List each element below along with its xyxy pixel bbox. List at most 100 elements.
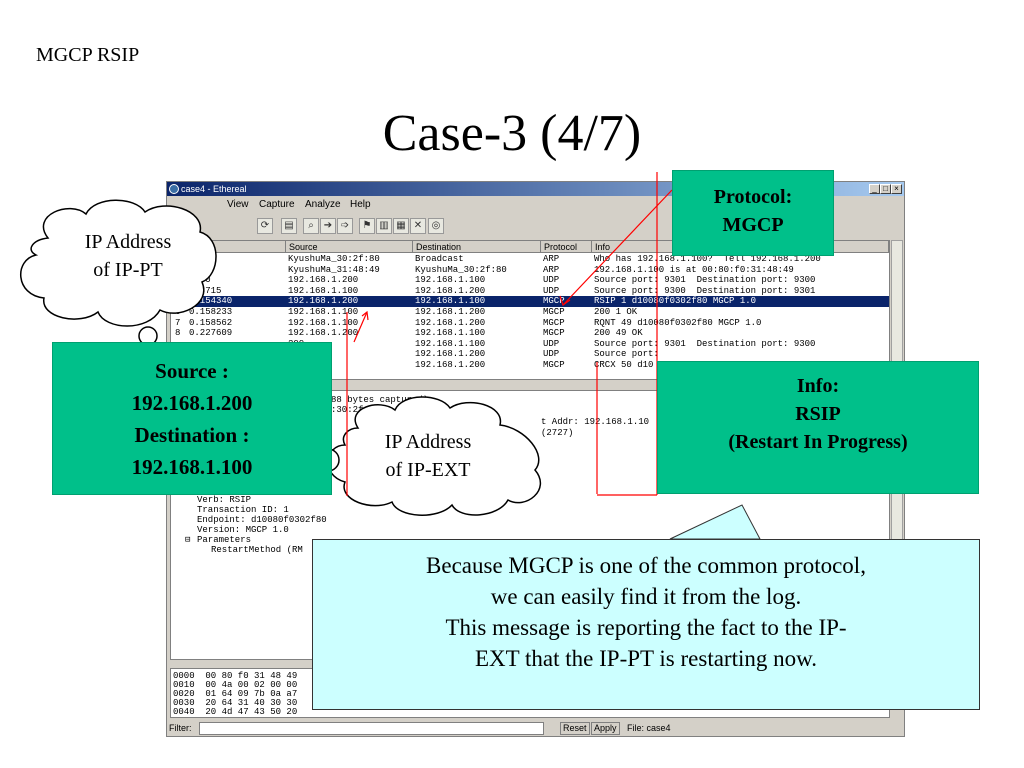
filter-label: Filter: <box>169 723 192 733</box>
file-status: File: case4 <box>627 723 671 733</box>
coloring-icon[interactable]: ▦ <box>393 218 409 234</box>
preferences-icon[interactable]: ✕ <box>410 218 426 234</box>
detail-verb[interactable]: Verb: RSIP <box>197 495 252 505</box>
slide-title: Case-3 (4/7) <box>382 105 642 162</box>
reload-icon[interactable]: ⟳ <box>257 218 273 234</box>
packet-cell-source: 192.168.1.100 <box>288 285 359 296</box>
packet-cell-destination: 192.168.1.200 <box>415 349 486 360</box>
packet-cell-info: RSIP 1 d10080f0302f80 MGCP 1.0 <box>594 296 757 307</box>
cloud-ip-pt-line1: IP Address <box>84 231 172 253</box>
packet-cell-destination: 192.168.1.100 <box>415 328 486 339</box>
packet-cell-source: 192.168.1.200 <box>288 296 359 307</box>
packet-cell-protocol: MGCP <box>543 307 565 317</box>
menubar: View Capture Analyze Help <box>167 197 904 213</box>
goto-icon[interactable]: ➩ <box>337 218 353 234</box>
packet-cell-source: KyushuMa_30:2f:80 <box>288 254 380 264</box>
packet-cell-protocol: ARP <box>543 254 560 264</box>
find-icon[interactable]: ⌕ <box>303 218 319 234</box>
packet-cell-destination: 192.168.1.200 <box>415 360 486 370</box>
packet-cell-protocol: UDP <box>543 275 560 286</box>
packet-cell-no: 7 <box>175 317 181 328</box>
packet-cell-time: 0.227609 <box>189 328 233 339</box>
source-destination-callout: Source : 192.168.1.200 Destination : 192… <box>52 342 332 495</box>
packet-cell-protocol: MGCP <box>543 360 565 370</box>
packet-cell-source: 192.168.1.200 <box>288 328 359 339</box>
packet-cell-destination: KyushuMa_30:2f:80 <box>415 264 507 275</box>
packet-cell-protocol: UDP <box>543 285 560 296</box>
red-arrows <box>346 172 673 496</box>
detail-line: 88 bytes captured) <box>331 395 429 405</box>
packet-cell-info: 192.168.1.100 is at 00:80:f0:31:48:49 <box>594 264 794 275</box>
menu-help[interactable]: Help <box>350 199 371 210</box>
next-icon[interactable]: ➔ <box>320 218 336 234</box>
packet-cell-info: Source port: <box>594 349 659 360</box>
packet-cell-info: Source port: 9301 Destination port: 9300 <box>594 338 816 349</box>
packet-cell-time: 0.158562 <box>189 317 233 328</box>
detail-endpoint[interactable]: Endpoint: d10080f0302f80 <box>197 515 327 525</box>
info-callout: Info: RSIP (Restart In Progress) <box>657 361 979 494</box>
packet-cell-destination: 192.168.1.100 <box>415 275 486 286</box>
maximize-button[interactable]: □ <box>880 184 891 194</box>
detail-parameters[interactable]: Parameters <box>197 535 252 545</box>
close-button[interactable]: × <box>891 184 902 194</box>
display-icon[interactable]: ▥ <box>376 218 392 234</box>
column-header-destination[interactable]: Destination <box>413 241 541 253</box>
destination-label: Destination : <box>134 423 250 447</box>
detail-transaction-id[interactable]: Transaction ID: 1 <box>197 505 289 515</box>
column-header-protocol[interactable]: Protocol <box>541 241 592 253</box>
packet-cell-source: 192.168.1.100 <box>288 307 359 317</box>
explanation-note: Because MGCP is one of the common protoc… <box>312 539 980 710</box>
destination-value: 192.168.1.100 <box>131 455 253 479</box>
detail-line: :30:2f:80 <box>331 405 380 415</box>
menu-capture[interactable]: Capture <box>259 199 295 210</box>
collapse-icon[interactable]: ⊟ <box>185 535 191 545</box>
packet-cell-info: Source port: 9300 Destination port: 9301 <box>594 285 816 296</box>
reset-button[interactable]: Reset <box>560 722 590 735</box>
print-icon[interactable]: ▤ <box>281 218 297 234</box>
menu-analyze[interactable]: Analyze <box>305 199 341 210</box>
packet-cell-info: Who has 192.168.1.100? Tell 192.168.1.20… <box>594 254 821 264</box>
detail-version[interactable]: Version: MGCP 1.0 <box>197 525 289 535</box>
packet-cell-protocol: ARP <box>543 264 560 275</box>
packet-cell-protocol: MGCP <box>543 296 565 307</box>
packet-cell-info: Source port: 9301 Destination port: 9300 <box>594 275 816 286</box>
packet-cell-time: 0.158233 <box>189 307 233 317</box>
cloud-ip-ext-line1: IP Address <box>384 431 472 453</box>
minimize-button[interactable]: _ <box>869 184 880 194</box>
column-header-source[interactable]: Source <box>286 241 413 253</box>
ethereal-icon <box>169 184 179 194</box>
packet-cell-protocol: MGCP <box>543 317 565 328</box>
packet-row[interactable]: 8 0.227609 192.168.1.200 192.168.1.100 MGCP 2… <box>171 328 889 339</box>
help-icon[interactable]: ◎ <box>428 218 444 234</box>
packet-cell-protocol: MGCP <box>543 328 565 339</box>
hex-line: 0040 20 4d 47 43 50 20 <box>173 707 298 717</box>
hex-line: 0030 20 64 31 40 30 30 <box>173 698 298 708</box>
packet-cell-info: 200 49 OK <box>594 328 643 339</box>
packet-cell-destination: 192.168.1.100 <box>415 338 486 349</box>
slide-header: MGCP RSIP <box>36 44 140 66</box>
cloud-ip-ext: IP Address of IP-EXT <box>348 428 508 484</box>
info-callout-line2: RSIP <box>795 403 841 425</box>
detail-restart-method[interactable]: RestartMethod (RM <box>211 545 303 555</box>
filter-input[interactable] <box>199 722 544 735</box>
packet-cell-protocol: UDP <box>543 349 560 360</box>
detail-line: t Addr: 192.168.1.10 <box>541 417 650 427</box>
info-callout-pointer <box>669 504 761 540</box>
packet-cell-no: 8 <box>175 328 181 339</box>
menu-view[interactable]: View <box>227 199 249 210</box>
apply-button[interactable]: Apply <box>591 722 620 735</box>
statusbar: Filter: Reset Apply File: case4 <box>167 721 904 736</box>
packet-cell-source: 192.168.1.200 <box>288 275 359 286</box>
hex-line: 0000 00 80 f0 31 48 49 <box>173 671 298 681</box>
note-line4: EXT that the IP-PT is restarting now. <box>475 646 817 671</box>
packet-cell-info: 200 1 OK <box>594 307 638 317</box>
packet-cell-destination: 192.168.1.200 <box>415 317 486 328</box>
packet-cell-protocol: UDP <box>543 338 560 349</box>
source-label: Source : <box>155 359 229 383</box>
packet-cell-info: RQNT 49 d10080f0302f80 MGCP 1.0 <box>594 317 762 328</box>
filter-icon[interactable]: ⚑ <box>359 218 375 234</box>
